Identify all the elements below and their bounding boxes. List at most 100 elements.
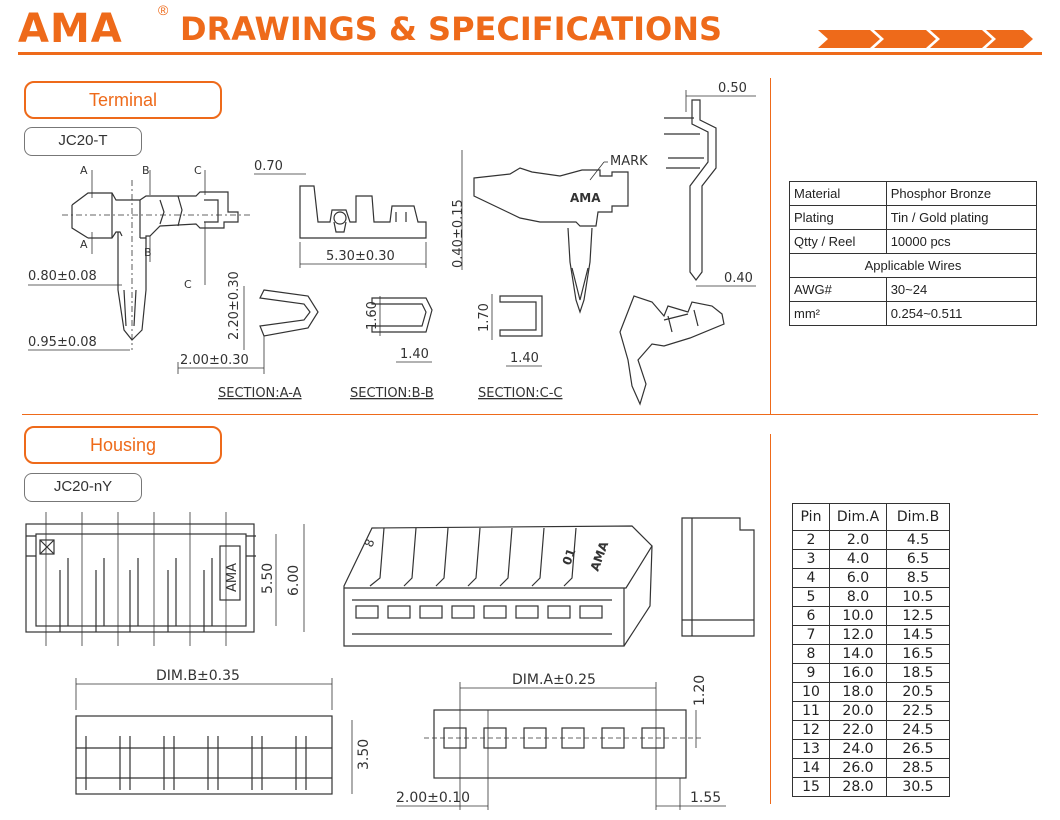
pin-table-header: Pin Dim.A Dim.B <box>792 503 950 531</box>
col-header-pin: Pin <box>792 503 830 531</box>
pin-cell: 3 <box>792 549 830 569</box>
brand-logo: AMA <box>18 6 123 52</box>
pin-cell: 11 <box>792 701 830 721</box>
pin-cell: 15 <box>792 777 830 797</box>
dim-a-cell: 14.0 <box>829 644 887 664</box>
spec-table: Material Phosphor Bronze Plating Tin / G… <box>789 181 1038 326</box>
dim-a-cell: 26.0 <box>829 758 887 778</box>
pin-cell: 8 <box>792 644 830 664</box>
section-b-label: SECTION:B-B <box>350 386 434 401</box>
dim-a-cell: 16.0 <box>829 663 887 683</box>
spec-value: 0.254~0.511 <box>885 301 1038 326</box>
terminal-ama-mark: AMA <box>570 191 601 205</box>
spec-label: AWG# <box>789 277 887 302</box>
dim-a-cell: 10.0 <box>829 606 887 626</box>
spec-value: 30~24 <box>885 277 1038 302</box>
pin-cell: 10 <box>792 682 830 702</box>
header-rule <box>18 52 1042 55</box>
pin-cell: 2 <box>792 530 830 550</box>
pin-cell: 14 <box>792 758 830 778</box>
pin-cell: 7 <box>792 625 830 645</box>
housing-drawing: AMA 5.50 6.00 8 01 AMA DIM.B±0.35 3.50 <box>25 512 755 810</box>
page-header: AMA ® DRAWINGS & SPECIFICATIONS <box>0 0 1060 56</box>
dim-b-cell: 6.5 <box>886 549 950 569</box>
dim-120: 1.20 <box>692 675 708 706</box>
dim-220: 2.20±0.30 <box>227 271 242 340</box>
marker-c-bottom: C <box>184 278 192 291</box>
spec-row: AWG# 30~24 <box>789 277 1038 302</box>
pin-cell: 13 <box>792 739 830 759</box>
iso-pin-01-mark: 01 <box>560 547 579 567</box>
marker-a-top: A <box>80 164 88 177</box>
dim-155: 1.55 <box>690 790 721 806</box>
dim-b-cell: 8.5 <box>886 568 950 588</box>
section-a-label: SECTION:A-A <box>218 386 302 401</box>
col-header-dim-a: Dim.A <box>829 503 887 531</box>
spec-row: Material Phosphor Bronze <box>789 181 1038 206</box>
spec-label: Plating <box>789 205 887 230</box>
terminal-divider <box>770 78 771 414</box>
pin-cell: 12 <box>792 720 830 740</box>
spec-row: Qtty / Reel 10000 pcs <box>789 229 1038 254</box>
dim-a-cell: 2.0 <box>829 530 887 550</box>
section-c-label: SECTION:C-C <box>478 386 563 401</box>
marker-c-top: C <box>194 164 202 177</box>
dim-a: DIM.A±0.25 <box>512 672 596 688</box>
dim-b-cell: 12.5 <box>886 606 950 626</box>
housing-front-ama-mark: AMA <box>225 563 240 592</box>
spec-row: Plating Tin / Gold plating <box>789 205 1038 230</box>
spec-value: Tin / Gold plating <box>885 205 1038 230</box>
dim-b: DIM.B±0.35 <box>156 668 240 684</box>
pin-cell: 4 <box>792 568 830 588</box>
dim-350: 3.50 <box>356 739 372 770</box>
dim-b-cell: 20.5 <box>886 682 950 702</box>
dim-b-cell: 26.5 <box>886 739 950 759</box>
pin-cell: 5 <box>792 587 830 607</box>
dim-200: 2.00±0.30 <box>180 353 249 368</box>
section-divider <box>22 414 1038 415</box>
dim-b-cell: 28.5 <box>886 758 950 778</box>
dim-b-cell: 22.5 <box>886 701 950 721</box>
dim-b-cell: 16.5 <box>886 644 950 664</box>
dim-050: 0.50 <box>718 81 747 96</box>
spec-row: mm² 0.254~0.511 <box>789 301 1038 326</box>
dim-b-cell: 4.5 <box>886 530 950 550</box>
dim-a-cell: 20.0 <box>829 701 887 721</box>
pin-cell: 6 <box>792 606 830 626</box>
dim-140-b: 1.40 <box>510 351 539 366</box>
dim-b-cell: 10.5 <box>886 587 950 607</box>
dim-600: 6.00 <box>286 565 302 596</box>
dim-b-cell: 24.5 <box>886 720 950 740</box>
housing-section-label: Housing <box>24 426 222 464</box>
dim-140-a: 1.40 <box>400 347 429 362</box>
housing-divider <box>770 434 771 804</box>
terminal-part-label: JC20-T <box>24 127 142 156</box>
dim-b-cell: 30.5 <box>886 777 950 797</box>
spec-subheading-row: Applicable Wires <box>789 253 1037 278</box>
dim-a-cell: 6.0 <box>829 568 887 588</box>
dim-a-cell: 8.0 <box>829 587 887 607</box>
dim-040: 0.40 <box>724 271 753 286</box>
applicable-wires-heading: Applicable Wires <box>789 253 1037 278</box>
pin-cell: 9 <box>792 663 830 683</box>
dim-a-cell: 22.0 <box>829 720 887 740</box>
dim-a-cell: 4.0 <box>829 549 887 569</box>
dim-160: 1.60 <box>365 301 380 330</box>
dim-095: 0.95±0.08 <box>28 335 97 350</box>
marker-a-bottom: A <box>80 238 88 251</box>
page-title: DRAWINGS & SPECIFICATIONS <box>180 10 723 48</box>
chevron-arrows-icon <box>818 30 1033 48</box>
dim-pitch: 2.00±0.10 <box>396 790 470 806</box>
